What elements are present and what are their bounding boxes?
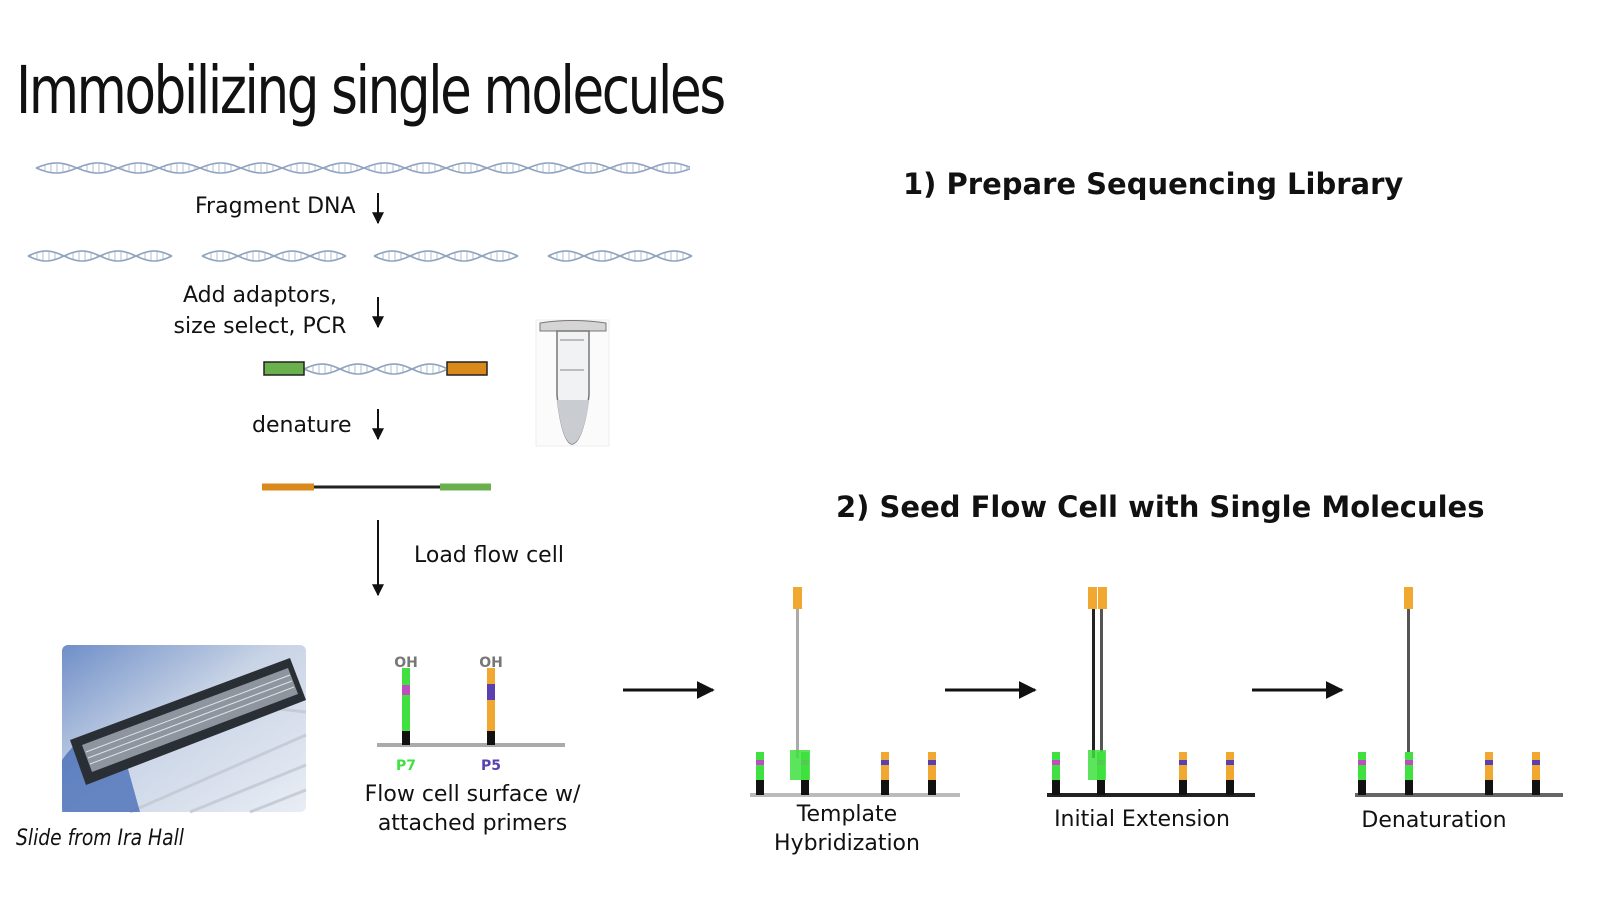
caption-flow-cell-surface-line1: Flow cell surface w/ bbox=[364, 782, 581, 807]
caption-flow-cell-surface: Flow cell surface w/ attached primers bbox=[340, 782, 605, 836]
p5-adaptor-block bbox=[446, 361, 488, 376]
step-add-adaptors: Add adaptors, size select, PCR bbox=[160, 283, 360, 339]
caption-hyb-line2: Hybridization bbox=[774, 831, 920, 856]
panel-initial-extension bbox=[1047, 587, 1255, 797]
oh-label-1: OH bbox=[394, 655, 418, 671]
caption-flow-cell-surface-line2: attached primers bbox=[377, 811, 568, 836]
step-load-flow-cell: Load flow cell bbox=[414, 543, 564, 568]
p7-label: P7 bbox=[396, 758, 416, 774]
adapted-fragment bbox=[263, 361, 488, 376]
tube-icon bbox=[535, 319, 610, 447]
caption-initial-extension: Initial Extension bbox=[1054, 807, 1230, 832]
panel-denaturation bbox=[1355, 587, 1563, 797]
genomic-dna-helix bbox=[35, 162, 691, 174]
p7-adaptor-block bbox=[263, 361, 305, 376]
header-seed-flow-cell: 2) Seed Flow Cell with Single Molecules bbox=[836, 490, 1485, 524]
panel-template-hybridization bbox=[750, 587, 960, 797]
step-fragment-dna: Fragment DNA bbox=[195, 194, 356, 219]
caption-denaturation: Denaturation bbox=[1361, 808, 1507, 833]
step-add-adaptors-line2: size select, PCR bbox=[173, 314, 347, 339]
slide-title: Immobilizing single molecules bbox=[16, 52, 726, 129]
flow-cell-surface-primers: OH OH P7 P5 bbox=[377, 655, 565, 774]
header-prepare-library: 1) Prepare Sequencing Library bbox=[903, 167, 1404, 201]
slide-credit: Slide from Ira Hall bbox=[16, 826, 184, 851]
caption-hyb-line1: Template bbox=[796, 802, 898, 827]
oh-label-2: OH bbox=[479, 655, 503, 671]
p5-label: P5 bbox=[481, 758, 501, 774]
step-add-adaptors-line1: Add adaptors, bbox=[182, 283, 338, 308]
flow-cell-photo bbox=[62, 645, 307, 814]
step-denature: denature bbox=[252, 413, 352, 438]
dna-fragments bbox=[27, 250, 693, 262]
caption-template-hybridization: Template Hybridization bbox=[747, 802, 947, 856]
